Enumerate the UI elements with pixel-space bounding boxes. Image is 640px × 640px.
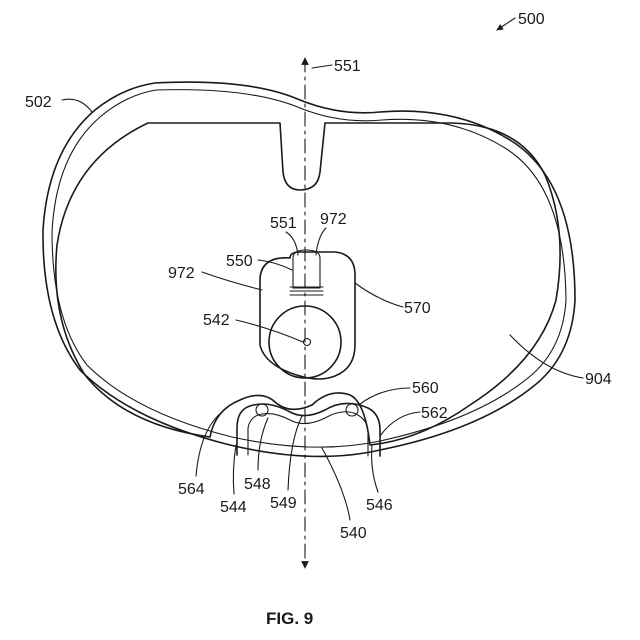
label-540: 540 xyxy=(340,525,367,542)
label-560: 560 xyxy=(412,380,439,397)
label-904: 904 xyxy=(585,371,612,388)
label-500: 500 xyxy=(518,11,545,28)
label-548: 548 xyxy=(244,476,271,493)
bracket-pin-right xyxy=(346,404,358,416)
tray-inner-outline xyxy=(52,90,566,448)
label-564: 564 xyxy=(178,481,205,498)
leader-548 xyxy=(258,418,268,470)
label-972-a: 972 xyxy=(320,211,347,228)
label-549: 549 xyxy=(270,495,297,512)
label-550: 550 xyxy=(226,253,253,270)
label-542: 542 xyxy=(203,312,230,329)
leader-560 xyxy=(360,388,410,404)
leader-540 xyxy=(322,448,350,520)
bracket-outer xyxy=(237,403,380,456)
leader-500 xyxy=(497,18,515,30)
leader-564 xyxy=(196,412,222,476)
label-562: 562 xyxy=(421,405,448,422)
leader-904 xyxy=(510,335,583,378)
label-544: 544 xyxy=(220,499,247,516)
figure-caption: FIG. 9 xyxy=(266,609,313,628)
label-551-top: 551 xyxy=(334,58,361,75)
label-972-b: 972 xyxy=(168,265,195,282)
leader-570 xyxy=(355,283,403,307)
leader-544 xyxy=(233,445,236,494)
label-546: 546 xyxy=(366,497,393,514)
leader-551top xyxy=(312,65,332,68)
bearing-insert xyxy=(56,123,560,445)
label-502: 502 xyxy=(25,94,52,111)
label-570: 570 xyxy=(404,300,431,317)
slot-550 xyxy=(293,250,320,288)
label-551: 551 xyxy=(270,215,297,232)
bracket-inner xyxy=(248,412,368,456)
leader-549 xyxy=(288,416,302,490)
leader-502 xyxy=(62,99,92,112)
leader-972a xyxy=(316,228,326,255)
leader-972b xyxy=(202,272,262,290)
